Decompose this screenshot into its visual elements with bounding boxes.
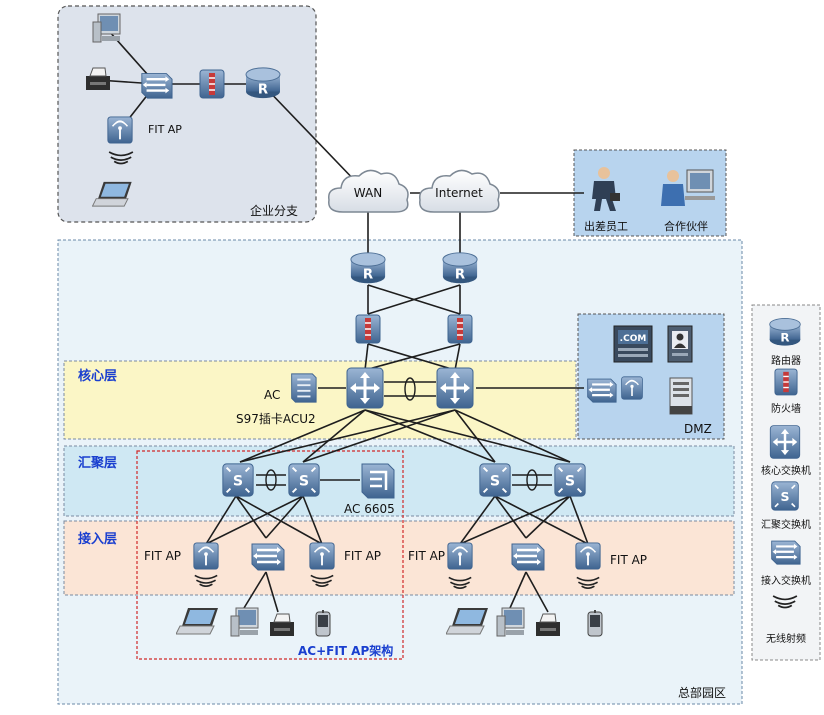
fit-ap-3-label: FIT AP [408,549,446,563]
fit-ap-3-icon [446,541,474,571]
legend-core-switch-label: 核心交换机 [761,466,811,477]
fit-ap-1-icon [192,541,220,571]
partner-label: 合作伙伴 [664,220,708,233]
legend-aggregation-switch-icon [770,480,800,512]
fit-ap-1-label: FIT AP [144,549,182,563]
traveling-staff-label: 出差员工 [584,220,628,233]
agg-stack-link-marker-left [265,469,277,491]
web-server-icon [613,325,653,363]
wan-label: WAN [353,186,383,200]
branch-firewall-icon [199,69,225,99]
legend-firewall-icon [774,368,798,396]
pda-2-icon [587,610,603,637]
core-stack-link-marker [404,377,416,401]
legend-router-label: 路由器 [771,356,801,367]
branch-panel [57,5,317,223]
access-layer-band [63,520,735,596]
hq-firewall-2-icon [447,314,473,344]
aggregation-layer-label: 汇聚层 [78,456,118,471]
core-switch-2-icon [435,366,475,410]
branch-fit-ap-icon [106,115,134,145]
legend-access-switch-icon [770,539,802,566]
legend-wireless-signal-label: 无线射频 [766,634,806,645]
ac-card-label: S97插卡ACU2 [236,412,316,426]
fit-ap-2-icon [308,541,336,571]
core-switch-1-icon [345,366,385,410]
pda-1-icon [315,610,331,637]
ac6605-label: AC 6605 [344,502,395,516]
branch-router-icon [245,67,281,99]
ac6605-controller-icon [360,462,396,500]
dmz-server-icon [669,377,693,415]
agg-switch-2-icon [287,462,321,498]
legend-firewall-label: 防火墙 [771,404,801,415]
fit-ap-4-icon [574,541,602,571]
architecture-label: AC+FIT AP架构 [298,644,394,658]
legend-router-icon [769,317,801,347]
branch-label: 企业分支 [250,204,299,218]
access-switch-2-icon [510,542,546,572]
internet-label: Internet [435,186,483,200]
ac-label: AC [264,388,281,402]
agg-switch-4-icon [553,462,587,498]
hq-firewall-1-icon [355,314,381,344]
agg-switch-1-icon [221,462,255,498]
core-layer-label: 核心层 [78,369,118,384]
aggregation-layer-band [63,445,735,517]
fit-ap-2-label: FIT AP [344,549,382,563]
core-layer-band [63,360,577,440]
dmz-ap-icon [620,375,644,401]
hq-campus-label: 总部园区 [678,686,727,700]
dmz-access-switch-icon [586,377,618,404]
agg-stack-link-marker-right [526,469,538,491]
fit-ap-4-label: FIT AP [610,553,648,567]
ac-card-icon [290,372,318,404]
branch-access-switch-icon [140,72,174,100]
access-layer-label: 接入层 [78,532,118,547]
ac-fit-ap-architecture-box [136,450,404,660]
agg-switch-3-icon [478,462,512,498]
legend-access-switch-label: 接入交换机 [761,576,811,587]
branch-fit-ap-label: FIT AP [148,123,182,136]
legend-aggregation-switch-label: 汇聚交换机 [761,520,811,531]
hq-router-1-icon [350,252,386,284]
user-server-icon [667,325,693,363]
access-switch-1-icon [250,542,286,572]
dmz-label: DMZ [684,422,712,436]
hq-router-2-icon [442,252,478,284]
legend-core-switch-icon [768,424,802,460]
